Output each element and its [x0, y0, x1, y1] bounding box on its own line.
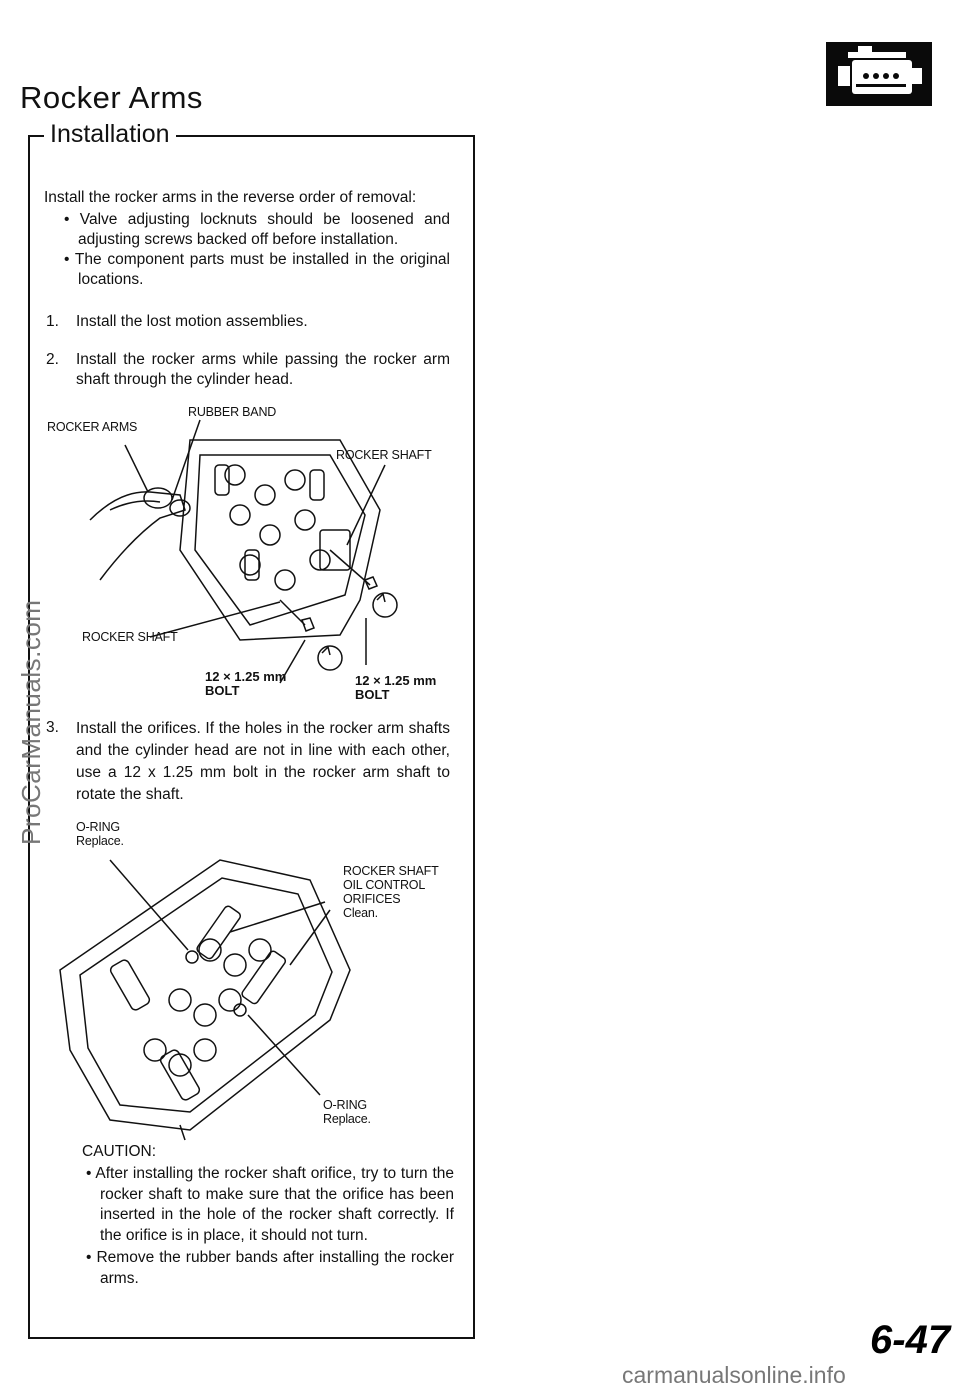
side-watermark: ProCarManuals.com: [16, 599, 46, 845]
footer-watermark: carmanualsonline.info: [622, 1362, 846, 1388]
intro-bullet-2: • The component parts must be installed …: [64, 251, 450, 288]
page-title: Rocker Arms: [20, 80, 203, 115]
step-1-number: 1.: [46, 313, 59, 330]
step-3-number: 3.: [46, 719, 59, 736]
label-oring-bottom: O-RING Replace.: [323, 1098, 371, 1126]
caution-bullet-1: • After installing the rocker shaft orif…: [86, 1165, 454, 1244]
step-3-text: Install the orifices. If the holes in th…: [76, 720, 450, 803]
intro-bullet-1: • Valve adjusting locknuts should be loo…: [64, 211, 450, 248]
figure-rocker-arm-installation: [89, 419, 398, 684]
label-oring-top: O-RING Replace.: [76, 820, 124, 848]
caution-heading: CAUTION:: [82, 1143, 157, 1160]
section-title: Installation: [44, 120, 176, 149]
step-2-text: Install the rocker arms while passing th…: [76, 351, 450, 388]
intro-text: Install the rocker arms in the reverse o…: [44, 189, 417, 206]
section-frame: [28, 135, 475, 1339]
engine-icon: [826, 42, 932, 106]
label-rubber-band: RUBBER BAND: [188, 405, 277, 419]
page-number: 6-47: [870, 1318, 951, 1362]
step-2-number: 2.: [46, 351, 59, 368]
caution-bullet-2: • Remove the rubber bands after installi…: [86, 1249, 454, 1287]
figure-orifice-installation: [59, 859, 351, 1141]
step-1-text: Install the lost motion assemblies.: [76, 313, 308, 330]
label-bolt-left: 12 × 1.25 mm BOLT: [205, 669, 287, 698]
label-rocker-shaft-left: ROCKER SHAFT: [82, 630, 178, 644]
label-orifices: ROCKER SHAFT OIL CONTROL ORIFICES Clean.: [343, 864, 439, 920]
label-bolt-right: 12 × 1.25 mm BOLT: [355, 673, 437, 702]
label-rocker-arms: ROCKER ARMS: [47, 420, 138, 434]
label-rocker-shaft-right: ROCKER SHAFT: [336, 448, 432, 462]
